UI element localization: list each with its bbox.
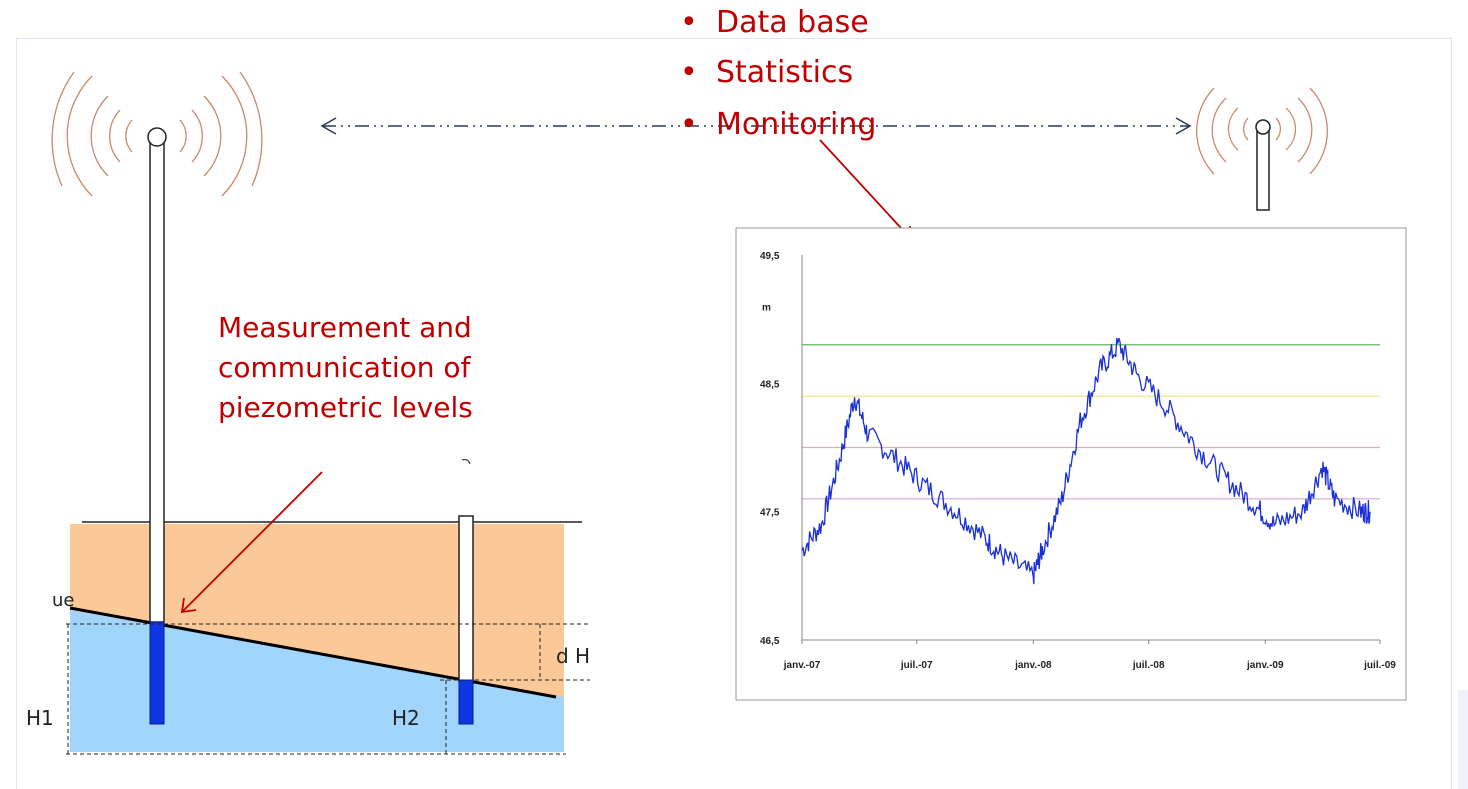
x-tick-label: janv.-09 (1246, 660, 1284, 671)
label-h1: H1 (26, 706, 54, 730)
y-axis-label: m (762, 302, 771, 313)
groundwater-layer (70, 610, 564, 752)
communication-link-arrow (320, 117, 1192, 135)
caption-line-1: Measurement and (218, 311, 472, 344)
y-tick-label: 49,5 (760, 251, 780, 262)
label-dh: d H (556, 644, 591, 668)
measurement-caption: Measurement and communication of piezome… (218, 308, 473, 428)
x-tick-label: juil.-09 (1363, 660, 1396, 671)
piezometer-right (458, 458, 474, 725)
antenna-waves-right-icon (1196, 87, 1328, 175)
label-edge: ue (52, 590, 75, 611)
x-tick-label: juil.-08 (1132, 660, 1165, 671)
x-tick-label: janv.-08 (1014, 660, 1052, 671)
feature-item-statistics: •Statistics (680, 55, 854, 90)
y-tick-label: 46,5 (760, 636, 780, 647)
feature-item-monitoring: •Monitoring (680, 107, 877, 142)
antenna-waves-left-icon (51, 71, 263, 197)
measurement-lines (66, 623, 590, 755)
y-tick-label: 48,5 (760, 379, 780, 390)
antenna-right-icon (1255, 119, 1271, 211)
y-tick-label: 47,5 (760, 508, 780, 519)
slide-frame (16, 38, 1452, 789)
piezometer-left (147, 127, 167, 725)
x-tick-label: juil.-07 (900, 660, 933, 671)
side-strip (1458, 690, 1468, 789)
caption-line-2: communication of (218, 351, 471, 384)
level-chart: 49,5 48,5 47,5 46,5 m janv.-07 juil.-07 janv.-0… (760, 251, 1396, 671)
series-line (801, 337, 1371, 585)
feature-item-database: •Data base (680, 5, 869, 40)
label-h2: H2 (392, 706, 420, 730)
x-tick-label: janv.-07 (783, 660, 821, 671)
caption-line-3: piezometric levels (218, 391, 473, 424)
